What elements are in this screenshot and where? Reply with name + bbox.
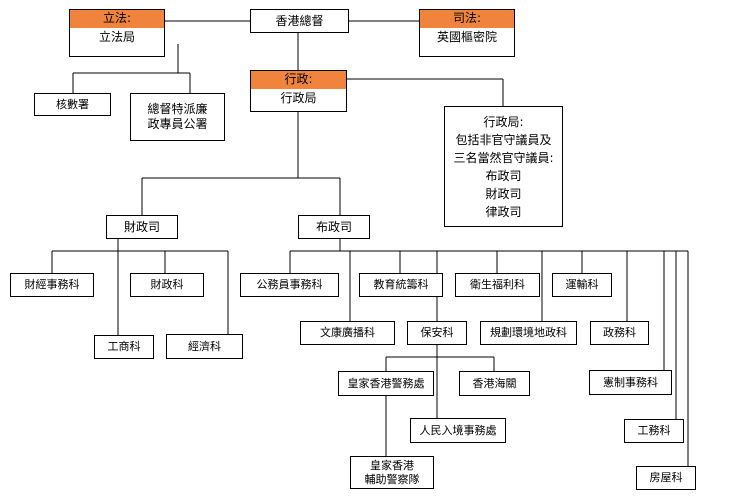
branch-transport: 運輸科 <box>552 273 612 297</box>
ombudsman-box: 總督特派廉 政專員公署 <box>130 93 225 141</box>
branch-label: 憲制事務科 <box>603 375 658 389</box>
branch-label: 經濟科 <box>188 339 221 353</box>
branch-label: 工務科 <box>637 424 671 438</box>
judiciary-header: 司法: <box>420 10 514 28</box>
branch-label: 工商科 <box>107 340 141 354</box>
financial-secretary-label: 財政司 <box>123 219 160 234</box>
dept-immigration: 人民入境事務處 <box>410 418 506 443</box>
dept-customs: 香港海關 <box>459 371 530 396</box>
audit-label: 核數署 <box>56 97 89 111</box>
financial-secretary-box: 財政司 <box>106 215 178 239</box>
dept-label: 香港海關 <box>472 376 517 390</box>
judiciary-body: 英國樞密院 <box>436 30 497 44</box>
branch-label: 規劃環境地政科 <box>490 326 567 340</box>
legislature-box: 立法: 立法局 <box>69 9 165 57</box>
branch-label: 運輸科 <box>565 278 599 292</box>
branch-housing: 房屋科 <box>636 466 696 490</box>
branch-label: 政務科 <box>603 326 636 340</box>
governor-box: 香港總督 <box>250 9 349 33</box>
dept-police: 皇家香港警務處 <box>338 371 434 396</box>
chief-secretary-box: 布政司 <box>298 215 370 239</box>
exco-note-line-6: 律政司 <box>485 204 522 219</box>
dept-label-line-1: 皇家香港 <box>370 458 414 472</box>
dept-auxiliary-police: 皇家香港 輔助警察隊 <box>350 456 434 489</box>
dept-label: 皇家香港警務處 <box>347 376 425 390</box>
branch-label: 教育統籌科 <box>373 278 429 292</box>
executive-box: 行政: 行政局 <box>250 70 347 112</box>
branch-works: 工務科 <box>624 419 684 443</box>
branch-label: 房屋科 <box>649 471 683 485</box>
exco-note-line-2: 包括非官守議員及 <box>455 132 552 147</box>
dept-label: 人民入境事務處 <box>419 423 497 437</box>
legislature-body: 立法局 <box>98 30 135 44</box>
branch-constitutional-affairs: 憲制事務科 <box>589 370 672 395</box>
branch-finance: 財政科 <box>130 273 204 297</box>
governor-label: 香港總督 <box>275 13 324 28</box>
ombudsman-label-line-2: 政專員公署 <box>147 117 208 131</box>
branch-civil-service: 公務員事務科 <box>240 273 339 297</box>
executive-header: 行政: <box>251 71 346 89</box>
audit-box: 核數署 <box>34 93 111 116</box>
branch-security: 保安科 <box>407 321 467 345</box>
branch-label: 公務員事務科 <box>256 278 323 292</box>
branch-political-affairs: 政務科 <box>590 321 649 345</box>
branch-economic: 經濟科 <box>166 334 243 359</box>
chief-secretary-label: 布政司 <box>315 219 352 234</box>
exco-note-line-1: 行政局: <box>483 114 524 129</box>
executive-body: 行政局 <box>280 91 317 105</box>
exco-note-box: 行政局: 包括非官守議員及 三名當然官守議員: 布政司 財政司 律政司 <box>444 106 563 227</box>
legislature-header: 立法: <box>70 10 164 28</box>
branch-recreation-culture: 文康廣播科 <box>300 321 395 345</box>
exco-note-line-5: 財政司 <box>485 186 522 201</box>
branch-label: 保安科 <box>420 326 454 340</box>
exco-note-line-4: 布政司 <box>485 168 522 183</box>
branch-label: 衛生福利科 <box>470 278 525 292</box>
branch-education-manpower: 教育統籌科 <box>359 273 443 297</box>
branch-label: 財政科 <box>150 278 184 292</box>
branch-label: 文康廣播科 <box>320 326 375 340</box>
dept-label-line-2: 輔助警察隊 <box>364 472 420 486</box>
branch-label: 財經事務科 <box>24 278 80 292</box>
branch-financial-services: 財經事務科 <box>10 273 94 297</box>
judiciary-box: 司法: 英國樞密院 <box>419 9 515 57</box>
branch-trade-industry: 工商科 <box>94 335 154 359</box>
ombudsman-label-line-1: 總督特派廉 <box>147 102 208 116</box>
exco-note-line-3: 三名當然官守議員: <box>453 150 554 165</box>
branch-planning-environment-lands: 規劃環境地政科 <box>480 321 577 345</box>
branch-health-welfare: 衛生福利科 <box>455 273 540 297</box>
